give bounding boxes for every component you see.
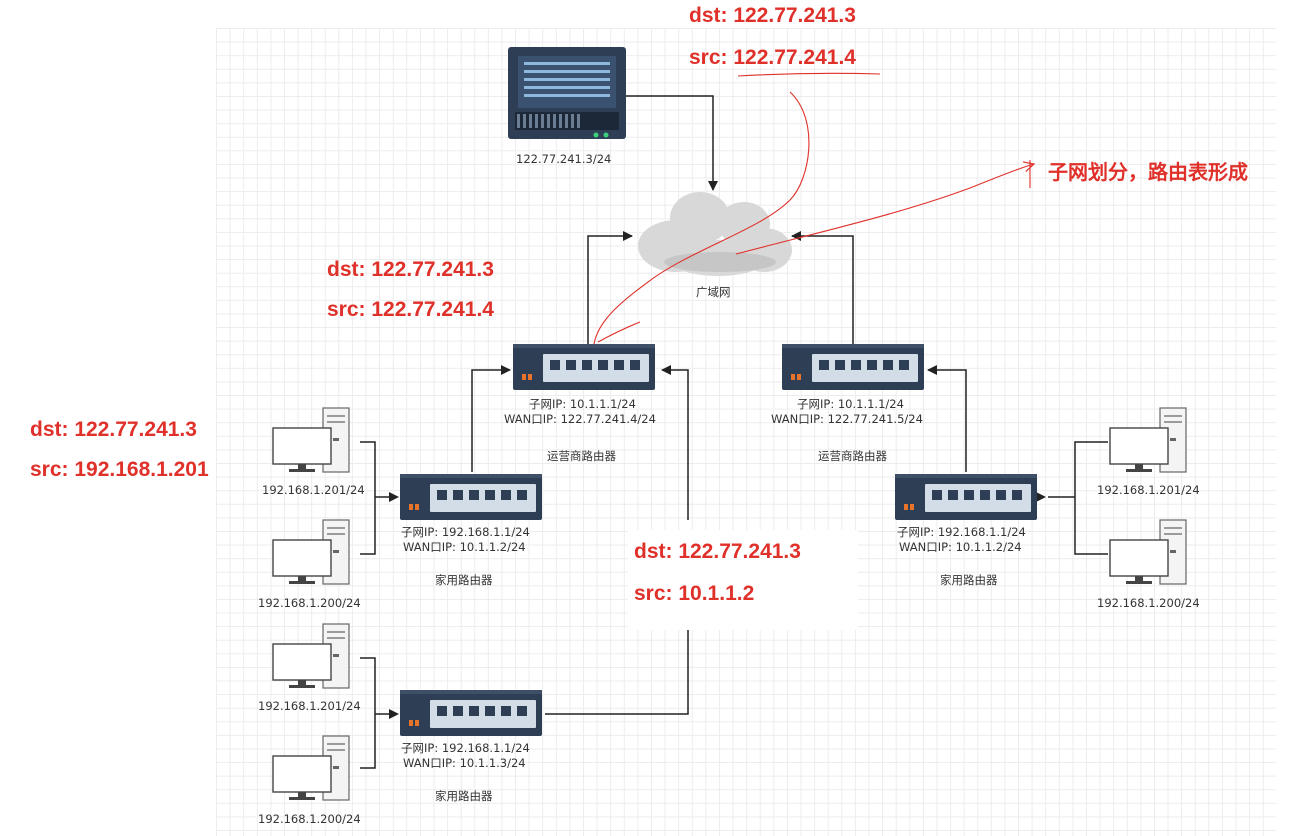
pc-ip-label: 192.168.1.200/24 [258, 812, 361, 826]
home-router-left-bottom-icon [400, 690, 542, 736]
home-right-label: 家用路由器 [940, 573, 998, 587]
annotation-top-dst: dst: 122.77.241.3 [689, 4, 856, 27]
pc-icon [272, 623, 350, 689]
pc-ip-label: 192.168.1.201/24 [258, 699, 361, 713]
cloud-icon [638, 192, 792, 276]
pc-ip-label: 192.168.1.201/24 [1097, 483, 1200, 497]
home-left-top-label: 家用路由器 [435, 573, 493, 587]
isp-left-subnet-ip: 子网IP: 10.1.1.1/24 [529, 397, 636, 411]
home-router-right-icon [895, 474, 1037, 520]
server-ip-label: 122.77.241.3/24 [516, 152, 612, 166]
isp-left-wan-ip: WAN口IP: 122.77.241.4/24 [504, 412, 656, 426]
pc-ip-label: 192.168.1.201/24 [262, 483, 365, 497]
annotation-mask [628, 530, 858, 630]
grid-background [216, 28, 1276, 836]
annotation-center-dst: dst: 122.77.241.3 [634, 540, 801, 563]
annotation-left-dst: dst: 122.77.241.3 [30, 418, 197, 441]
isp-router-right-icon [782, 344, 924, 390]
home-right-wan-ip: WAN口IP: 10.1.1.2/24 [899, 540, 1022, 554]
pc-icon [272, 407, 350, 473]
pc-ip-label: 192.168.1.200/24 [1097, 596, 1200, 610]
home-left-top-wan-ip: WAN口IP: 10.1.1.2/24 [403, 540, 526, 554]
home-left-bottom-subnet-ip: 子网IP: 192.168.1.1/24 [401, 741, 530, 755]
isp-router-left-icon [513, 344, 655, 390]
isp-left-label: 运营商路由器 [547, 449, 616, 463]
red-annotation-strokes [593, 72, 1034, 345]
connection-lines [360, 95, 1108, 769]
server-icon [508, 47, 626, 139]
pc-icon [1109, 519, 1187, 585]
annotation-note: 子网划分，路由表形成 [1048, 160, 1248, 184]
home-left-bottom-label: 家用路由器 [435, 789, 493, 803]
annotation-mid-dst: dst: 122.77.241.3 [327, 258, 494, 281]
isp-right-label: 运营商路由器 [818, 449, 887, 463]
cloud-label: 广域网 [696, 285, 731, 299]
annotation-left-src: src: 192.168.1.201 [30, 458, 209, 481]
annotation-center-src: src: 10.1.1.2 [634, 582, 755, 605]
home-left-bottom-wan-ip: WAN口IP: 10.1.1.3/24 [403, 756, 526, 770]
home-right-subnet-ip: 子网IP: 192.168.1.1/24 [897, 525, 1026, 539]
isp-right-subnet-ip: 子网IP: 10.1.1.1/24 [797, 397, 904, 411]
pc-icon [1109, 407, 1187, 473]
home-router-left-top-icon [400, 474, 542, 520]
pc-icon [272, 735, 350, 801]
pc-icon [272, 519, 350, 585]
annotation-top-src: src: 122.77.241.4 [689, 46, 856, 69]
pc-ip-label: 192.168.1.200/24 [258, 596, 361, 610]
home-left-top-subnet-ip: 子网IP: 192.168.1.1/24 [401, 525, 530, 539]
isp-right-wan-ip: WAN口IP: 122.77.241.5/24 [771, 412, 923, 426]
annotation-mid-src: src: 122.77.241.4 [327, 298, 494, 321]
